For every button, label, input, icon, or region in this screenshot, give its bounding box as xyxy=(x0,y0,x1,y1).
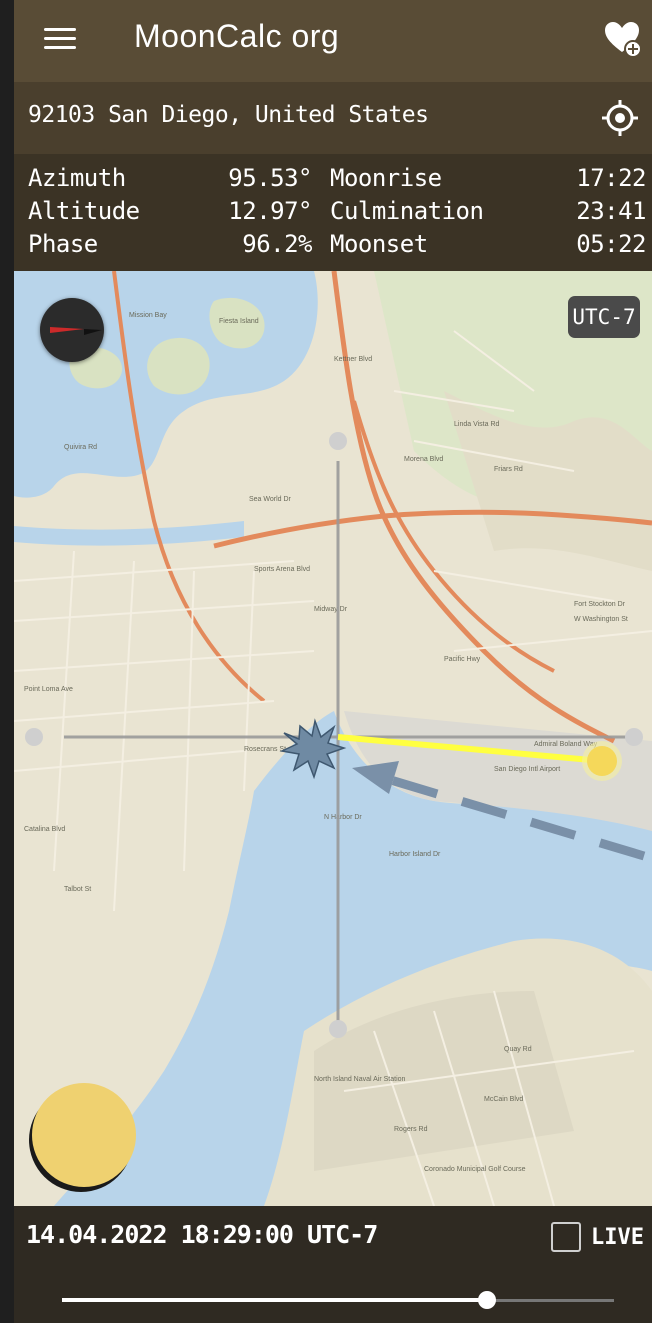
info-value: 95.53° xyxy=(228,164,312,192)
info-label: Azimuth xyxy=(28,164,126,192)
map-label: Harbor Island Dr xyxy=(389,851,441,858)
event-time: 17:22 xyxy=(576,164,646,192)
moon-phase-disc xyxy=(32,1083,136,1187)
hamburger-line xyxy=(44,46,76,49)
hamburger-menu-icon xyxy=(44,28,76,31)
moon-direction-line xyxy=(337,734,603,764)
star-burst-marker-icon[interactable] xyxy=(279,718,347,780)
timezone-badge[interactable]: UTC-7 xyxy=(568,296,640,338)
map-label: North Island Naval Air Station xyxy=(314,1076,406,1083)
map-label: Pacific Hwy xyxy=(444,656,481,663)
app-title: MoonCalc org xyxy=(134,18,340,54)
map-canvas: Mission Bay Fiesta Island Sea World Dr M… xyxy=(14,271,652,1206)
map-label: Kettner Blvd xyxy=(334,356,372,363)
event-time: 23:41 xyxy=(576,197,646,225)
datetime-display[interactable]: 14.04.2022 18:29:00 UTC-7 xyxy=(26,1220,378,1249)
compass-south-marker xyxy=(329,1020,347,1038)
compass-button[interactable] xyxy=(40,298,104,362)
info-value: 12.97° xyxy=(228,197,312,225)
info-label: Phase xyxy=(28,230,98,258)
map-label: Fort Stockton Dr xyxy=(574,601,626,608)
heart-plus-icon xyxy=(605,22,642,58)
compass-north-marker xyxy=(329,432,347,450)
info-value: 96.2% xyxy=(242,230,312,258)
map-label: Catalina Blvd xyxy=(24,826,65,833)
event-time: 05:22 xyxy=(576,230,646,258)
map-label: Midway Dr xyxy=(314,606,348,613)
live-label: LIVE xyxy=(591,1224,644,1250)
map-label: Morena Blvd xyxy=(404,456,443,463)
compass-icon xyxy=(50,327,102,335)
compass-west-marker xyxy=(25,728,43,746)
info-row-altitude: Altitude 12.97° Culmination 23:41 xyxy=(14,197,652,230)
app-bar: MoonCalc org xyxy=(14,0,652,82)
map-label: Sea World Dr xyxy=(249,496,292,503)
info-label: Altitude xyxy=(28,197,140,225)
crosshair-location-icon xyxy=(602,100,638,136)
map-label: Quivira Rd xyxy=(64,444,97,451)
moon-info-panel: Azimuth 95.53° Moonrise 17:22 Altitude 1… xyxy=(14,154,652,271)
time-slider[interactable] xyxy=(62,1290,614,1310)
location-text[interactable]: 92103 San Diego, United States xyxy=(28,102,429,128)
moon-icon xyxy=(587,746,617,776)
map-label: Linda Vista Rd xyxy=(454,421,500,428)
event-label: Moonset xyxy=(330,230,428,258)
map-label: Coronado Municipal Golf Course xyxy=(424,1166,526,1173)
event-label: Moonrise xyxy=(330,164,442,192)
map-label: Rogers Rd xyxy=(394,1126,428,1133)
map-label: McCain Blvd xyxy=(484,1096,523,1103)
map-label: Admiral Boland Way xyxy=(534,741,598,748)
live-toggle[interactable]: LIVE xyxy=(551,1222,644,1252)
info-row-phase: Phase 96.2% Moonset 05:22 xyxy=(14,230,652,263)
shadow-direction-arrow xyxy=(352,761,646,861)
info-row-azimuth: Azimuth 95.53° Moonrise 17:22 xyxy=(14,164,652,197)
map-label: Fiesta Island xyxy=(219,318,259,325)
map-view[interactable]: Mission Bay Fiesta Island Sea World Dr M… xyxy=(14,271,652,1206)
map-label: W Washington St xyxy=(574,616,628,623)
slider-thumb[interactable] xyxy=(478,1291,497,1309)
map-label: San Diego Intl Airport xyxy=(494,766,560,773)
menu-button[interactable] xyxy=(44,24,76,54)
event-label: Culmination xyxy=(330,197,484,225)
map-label: Rosecrans St xyxy=(244,746,286,753)
location-bar: 92103 San Diego, United States xyxy=(14,82,652,154)
map-label: Sports Arena Blvd xyxy=(254,566,310,573)
slider-fill xyxy=(62,1298,488,1302)
hamburger-line xyxy=(44,37,76,40)
map-label: Point Loma Ave xyxy=(24,686,73,693)
map-label: Friars Rd xyxy=(494,466,523,473)
time-controls: 14.04.2022 18:29:00 UTC-7 LIVE xyxy=(14,1206,652,1323)
map-label: Mission Bay xyxy=(129,312,167,319)
live-checkbox[interactable] xyxy=(551,1222,582,1252)
map-label: Quay Rd xyxy=(504,1046,532,1053)
map-label: N Harbor Dr xyxy=(324,814,362,821)
compass-east-marker xyxy=(625,728,643,746)
gps-button[interactable] xyxy=(600,98,640,138)
favorite-button[interactable] xyxy=(602,18,642,58)
map-label: Talbot St xyxy=(64,886,91,893)
